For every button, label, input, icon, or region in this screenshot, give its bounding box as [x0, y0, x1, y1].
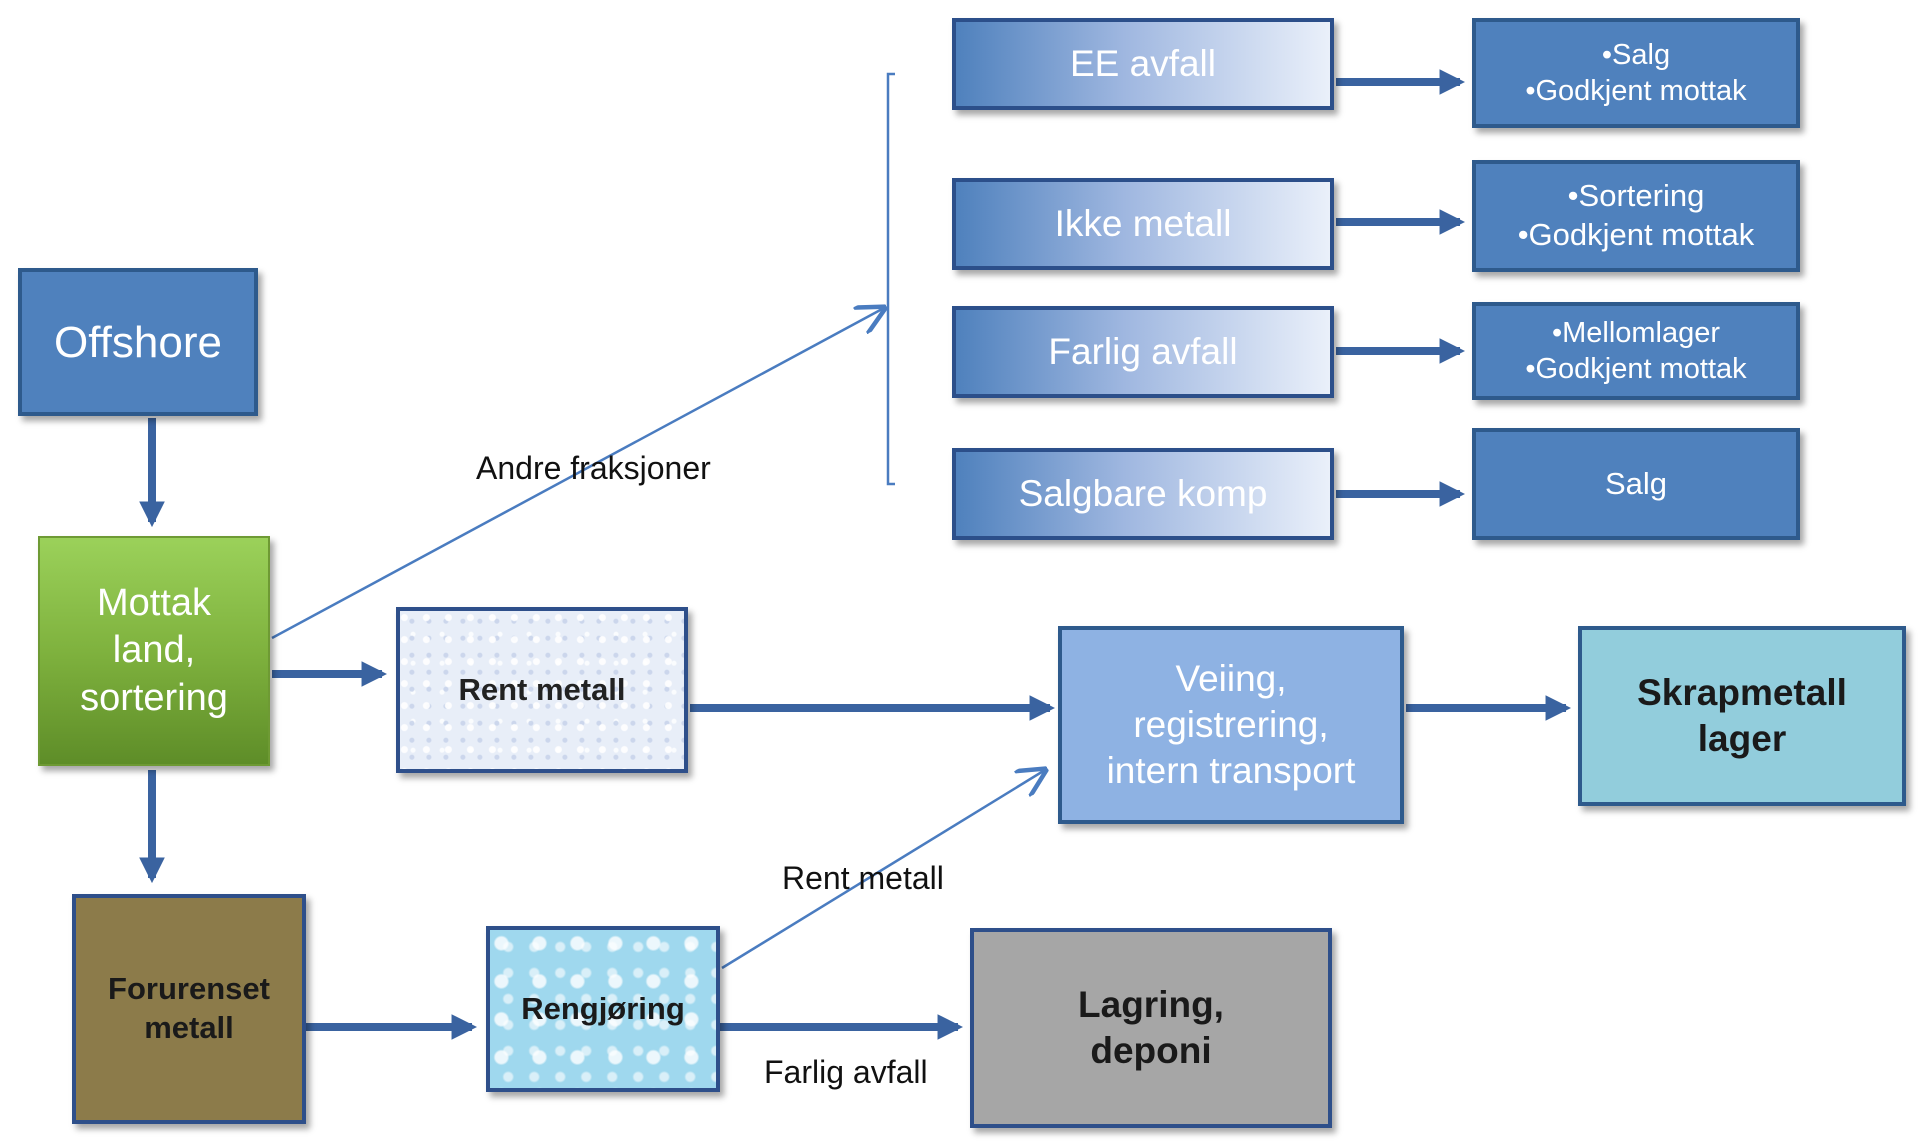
mottak-box: Mottak land, sortering — [38, 536, 270, 766]
lagring-label-line1: Lagring, — [1078, 983, 1224, 1025]
arrow-andre-fraksjoner — [271, 308, 884, 640]
ee-dest-line1: •Salg — [1601, 38, 1671, 71]
veiing-box: Veiing, registrering, intern transport — [1058, 626, 1404, 824]
forurenset-metall-box: Forurenset metall — [72, 894, 306, 1124]
ikke-metall-destination-box: •Sortering •Godkjent mottak — [1472, 160, 1800, 272]
rengjoring-label: Rengjøring — [521, 990, 685, 1026]
veiing-label-line2: registrering, — [1133, 703, 1329, 745]
offshore-box: Offshore — [18, 268, 258, 416]
farlig-avfall-box: Farlig avfall — [952, 306, 1334, 398]
rent-metall-box: Rent metall — [396, 607, 688, 773]
farlig-avfall-label: Farlig avfall — [1048, 330, 1238, 372]
ee-avfall-label: EE avfall — [1069, 42, 1216, 84]
skrapmetall-lager-box: Skrapmetall lager — [1578, 626, 1906, 806]
veiing-label-line3: intern transport — [1106, 750, 1356, 792]
ikke-metall-label: Ikke metall — [1054, 202, 1232, 244]
mottak-label-line3: sortering — [80, 676, 228, 719]
ee-avfall-box: EE avfall — [952, 18, 1334, 110]
salgbare-komp-label: Salgbare komp — [1018, 472, 1268, 514]
forurenset-label-line2: metall — [144, 1010, 234, 1045]
andre-fraksjoner-label: Andre fraksjoner — [476, 450, 711, 486]
rengjoring-box: Rengjøring — [486, 926, 720, 1092]
fractions-bracket — [886, 72, 895, 486]
farlig-avfall-destination-box: •Mellomlager •Godkjent mottak — [1472, 302, 1800, 400]
farlig-dest-line1: •Mellomlager — [1551, 316, 1721, 349]
ee-avfall-destination-box: •Salg •Godkjent mottak — [1472, 18, 1800, 128]
farlig-dest-line2: •Godkjent mottak — [1525, 353, 1747, 385]
offshore-label: Offshore — [54, 317, 222, 367]
veiing-label-line1: Veiing, — [1175, 657, 1287, 699]
forurenset-label-line1: Forurenset — [108, 971, 270, 1007]
lagring-deponi-box: Lagring, deponi — [970, 928, 1332, 1128]
ikke-metall-dest-line1: •Sortering — [1567, 178, 1705, 214]
mottak-label-line2: land, — [112, 629, 196, 672]
ikke-metall-box: Ikke metall — [952, 178, 1334, 270]
rent-metall-edge-label: Rent metall — [782, 860, 944, 896]
skrapmetall-label-line2: lager — [1697, 718, 1787, 759]
mottak-label-line1: Mottak — [96, 581, 212, 624]
ikke-metall-dest-line2: •Godkjent mottak — [1517, 217, 1755, 252]
arrow-rengjoring-veiing — [721, 770, 1045, 970]
salgbare-komp-box: Salgbare komp — [952, 448, 1334, 540]
ee-dest-line2: •Godkjent mottak — [1525, 75, 1747, 107]
lagring-label-line2: deponi — [1090, 1030, 1212, 1071]
skrapmetall-label-line1: Skrapmetall — [1637, 671, 1847, 713]
rent-metall-label: Rent metall — [458, 671, 626, 707]
farlig-avfall-edge-label: Farlig avfall — [764, 1054, 928, 1090]
salgbare-dest-label: Salg — [1604, 465, 1668, 501]
salgbare-destination-box: Salg — [1472, 428, 1800, 540]
